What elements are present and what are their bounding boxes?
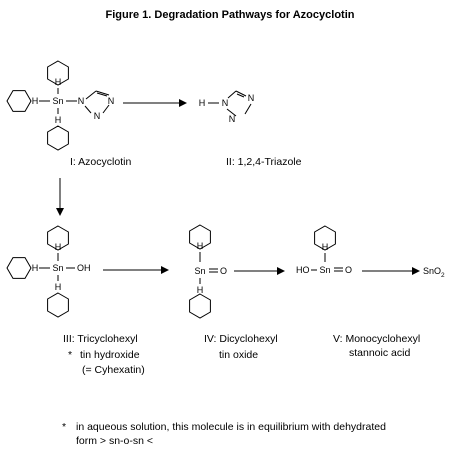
atom-n: N	[222, 98, 229, 108]
atom-n: N	[108, 96, 115, 106]
label-compound-iii-star: *	[68, 349, 72, 361]
atom-h: H	[322, 242, 329, 252]
cyclohexyl-ring-left	[6, 257, 32, 279]
dicyclohexyltin-oxide-structure: H Sn O H	[189, 224, 227, 319]
cyclohexyl-ring-bottom	[47, 125, 69, 151]
atom-h: H	[55, 77, 62, 87]
atom-o: O	[345, 265, 352, 275]
atom-oh: OH	[77, 263, 91, 273]
label-compound-i: I: Azocyclotin	[70, 156, 131, 168]
atom-ho: HO	[296, 265, 310, 275]
footnote-line2: form > sn-o-sn <	[76, 435, 153, 447]
atom-n: N	[248, 93, 255, 103]
footnote-star: *	[62, 421, 66, 433]
atom-h: H	[199, 98, 206, 108]
atom-n: N	[78, 96, 85, 106]
atom-n: N	[94, 111, 101, 121]
label-compound-iii-line2: tin hydroxide	[80, 349, 140, 361]
atom-o: O	[220, 266, 227, 276]
sno2-subscript: 2	[441, 272, 445, 279]
atom-h: H	[197, 241, 204, 251]
atom-sn: Sn	[52, 263, 63, 273]
atom-sn: Sn	[52, 96, 63, 106]
label-compound-iv: IV: Dicyclohexyl	[204, 333, 278, 345]
triazole-structure: H N N N	[199, 90, 255, 124]
atom-h: H	[197, 285, 204, 295]
stannoic-acid-structure: H HO Sn O	[296, 225, 352, 275]
atom-h: H	[32, 96, 39, 106]
atom-sn: Sn	[194, 266, 205, 276]
cyhexatin-structure: H H Sn OH H	[6, 225, 91, 318]
sno2-label: SnO2	[423, 266, 445, 279]
label-compound-ii: II: 1,2,4-Triazole	[226, 156, 302, 168]
atom-n: N	[229, 114, 236, 124]
label-compound-v: V: Monocyclohexyl	[333, 333, 420, 345]
cyclohexyl-ring-bottom	[189, 293, 211, 319]
atom-h: H	[32, 263, 39, 273]
footnote-line1: in aqueous solution, this molecule is in…	[76, 421, 386, 433]
figure-title: Figure 1. Degradation Pathways for Azocy…	[106, 9, 355, 21]
label-compound-v-line2: stannoic acid	[349, 347, 410, 359]
azocyclotin-structure: H H Sn N H N N	[6, 60, 115, 151]
cyclohexyl-ring-bottom	[47, 292, 69, 318]
label-compound-iv-line2: tin oxide	[219, 349, 258, 361]
triazole-ring: N N	[84, 90, 115, 121]
atom-sn: Sn	[319, 265, 330, 275]
sno2-base: SnO	[423, 266, 441, 276]
atom-h: H	[55, 242, 62, 252]
label-compound-iii: III: Tricyclohexyl	[63, 333, 138, 345]
label-compound-iii-line3: (= Cyhexatin)	[82, 364, 145, 376]
atom-h: H	[55, 282, 62, 292]
atom-h: H	[55, 115, 62, 125]
cyclohexyl-ring-left	[6, 90, 32, 112]
